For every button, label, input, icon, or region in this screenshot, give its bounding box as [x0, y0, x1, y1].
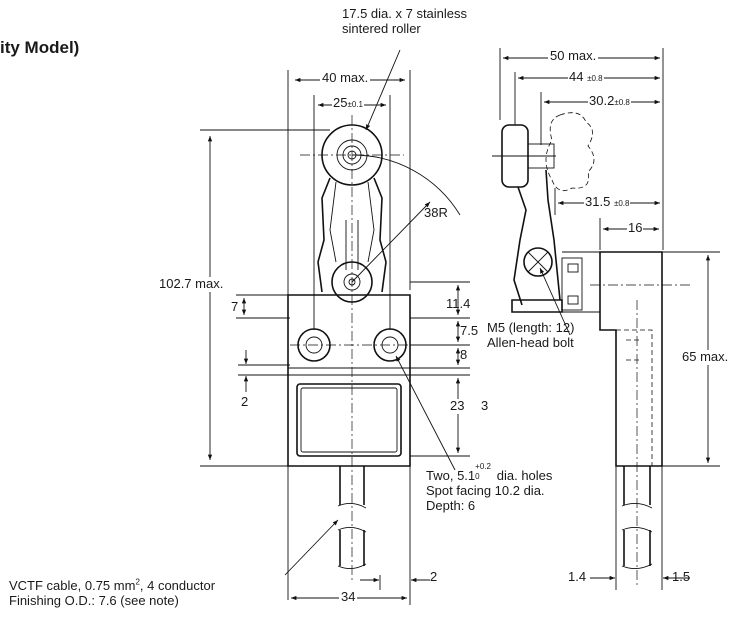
front-dim-7: 7 [231, 299, 239, 314]
holes-suffix: dia. holes [493, 468, 553, 483]
front-dim-2: 2 [241, 394, 249, 409]
side-dim-30-2: 30.2±0.8 [588, 93, 631, 109]
side-body [599, 251, 663, 467]
front-lever [317, 177, 387, 293]
front-dim-11-4: 11.4 [446, 296, 471, 311]
cable-sup: 2 [135, 577, 140, 587]
holes-tol-lower: 0 [475, 472, 480, 481]
side-dim-44: 44 ±0.8 [568, 69, 604, 85]
bolt-note-line1: M5 (length: 12) [487, 320, 575, 335]
bolt-note: M5 (length: 12) Allen-head bolt [487, 320, 575, 351]
side-dim-16: 16 [627, 220, 644, 236]
side-width-max: 50 max. [548, 48, 599, 64]
holes-tol-upper: +0.2 [475, 462, 491, 471]
side-dim-1-5: 1.5 [672, 569, 691, 584]
front-base-width: 34 [339, 589, 358, 605]
cable-note-line1: VCTF cable, 0.75 mm2, 4 conductor [9, 577, 216, 594]
dim-31-5-tol: ±0.8 [613, 199, 630, 208]
front-dim-7-5: 7.5 [460, 323, 479, 338]
front-dim-8: 8 [460, 347, 468, 362]
roller-note: 17.5 dia. x 7 stainless sintered roller [342, 6, 468, 37]
side-height-max: 65 max. [680, 349, 731, 365]
cable-note: VCTF cable, 0.75 mm2, 4 conductor Finish… [9, 577, 216, 609]
front-radius: 38R [424, 205, 448, 220]
bolt-note-line2: Allen-head bolt [487, 334, 574, 350]
side-dim-1-4: 1.4 [568, 569, 587, 584]
roller-note-line1: 17.5 dia. x 7 stainless [342, 6, 468, 21]
cable-prefix: VCTF cable, 0.75 mm [9, 578, 136, 593]
front-body [287, 294, 411, 467]
front-dim-3: 3 [481, 398, 489, 413]
dim-30-2-tol: ±0.8 [614, 98, 630, 107]
holes-note-line3: Depth: 6 [426, 497, 476, 513]
dim-44-tol: ±0.8 [587, 74, 603, 83]
front-view [200, 49, 470, 605]
cable-suffix: , 4 conductor [139, 578, 216, 593]
front-dim-23: 23 [450, 398, 465, 414]
dim-25: 25 [333, 95, 348, 110]
cable-note-line2: Finishing O.D.: 7.6 (see note) [9, 592, 179, 608]
holes-note-line2: Spot facing 10.2 dia. [426, 482, 545, 498]
front-height-max: 102.7 max. [157, 276, 226, 292]
title-fragment: ity Model) [0, 38, 80, 57]
front-cable [339, 466, 365, 505]
dim-44: 44 [569, 69, 584, 84]
dim-31-5: 31.5 [585, 194, 611, 209]
holes-prefix: Two, 5.1 [426, 468, 476, 483]
dim-25-tol: ±0.1 [347, 100, 363, 109]
dim-30-2: 30.2 [589, 93, 615, 108]
roller-note-line2: sintered roller [342, 20, 421, 36]
front-roller-center: 25±0.1 [332, 95, 364, 111]
front-dim-2-bottom: 2 [430, 569, 438, 584]
side-dim-31-5: 31.5 ±0.8 [584, 194, 631, 210]
front-width-max: 40 max. [320, 70, 371, 86]
